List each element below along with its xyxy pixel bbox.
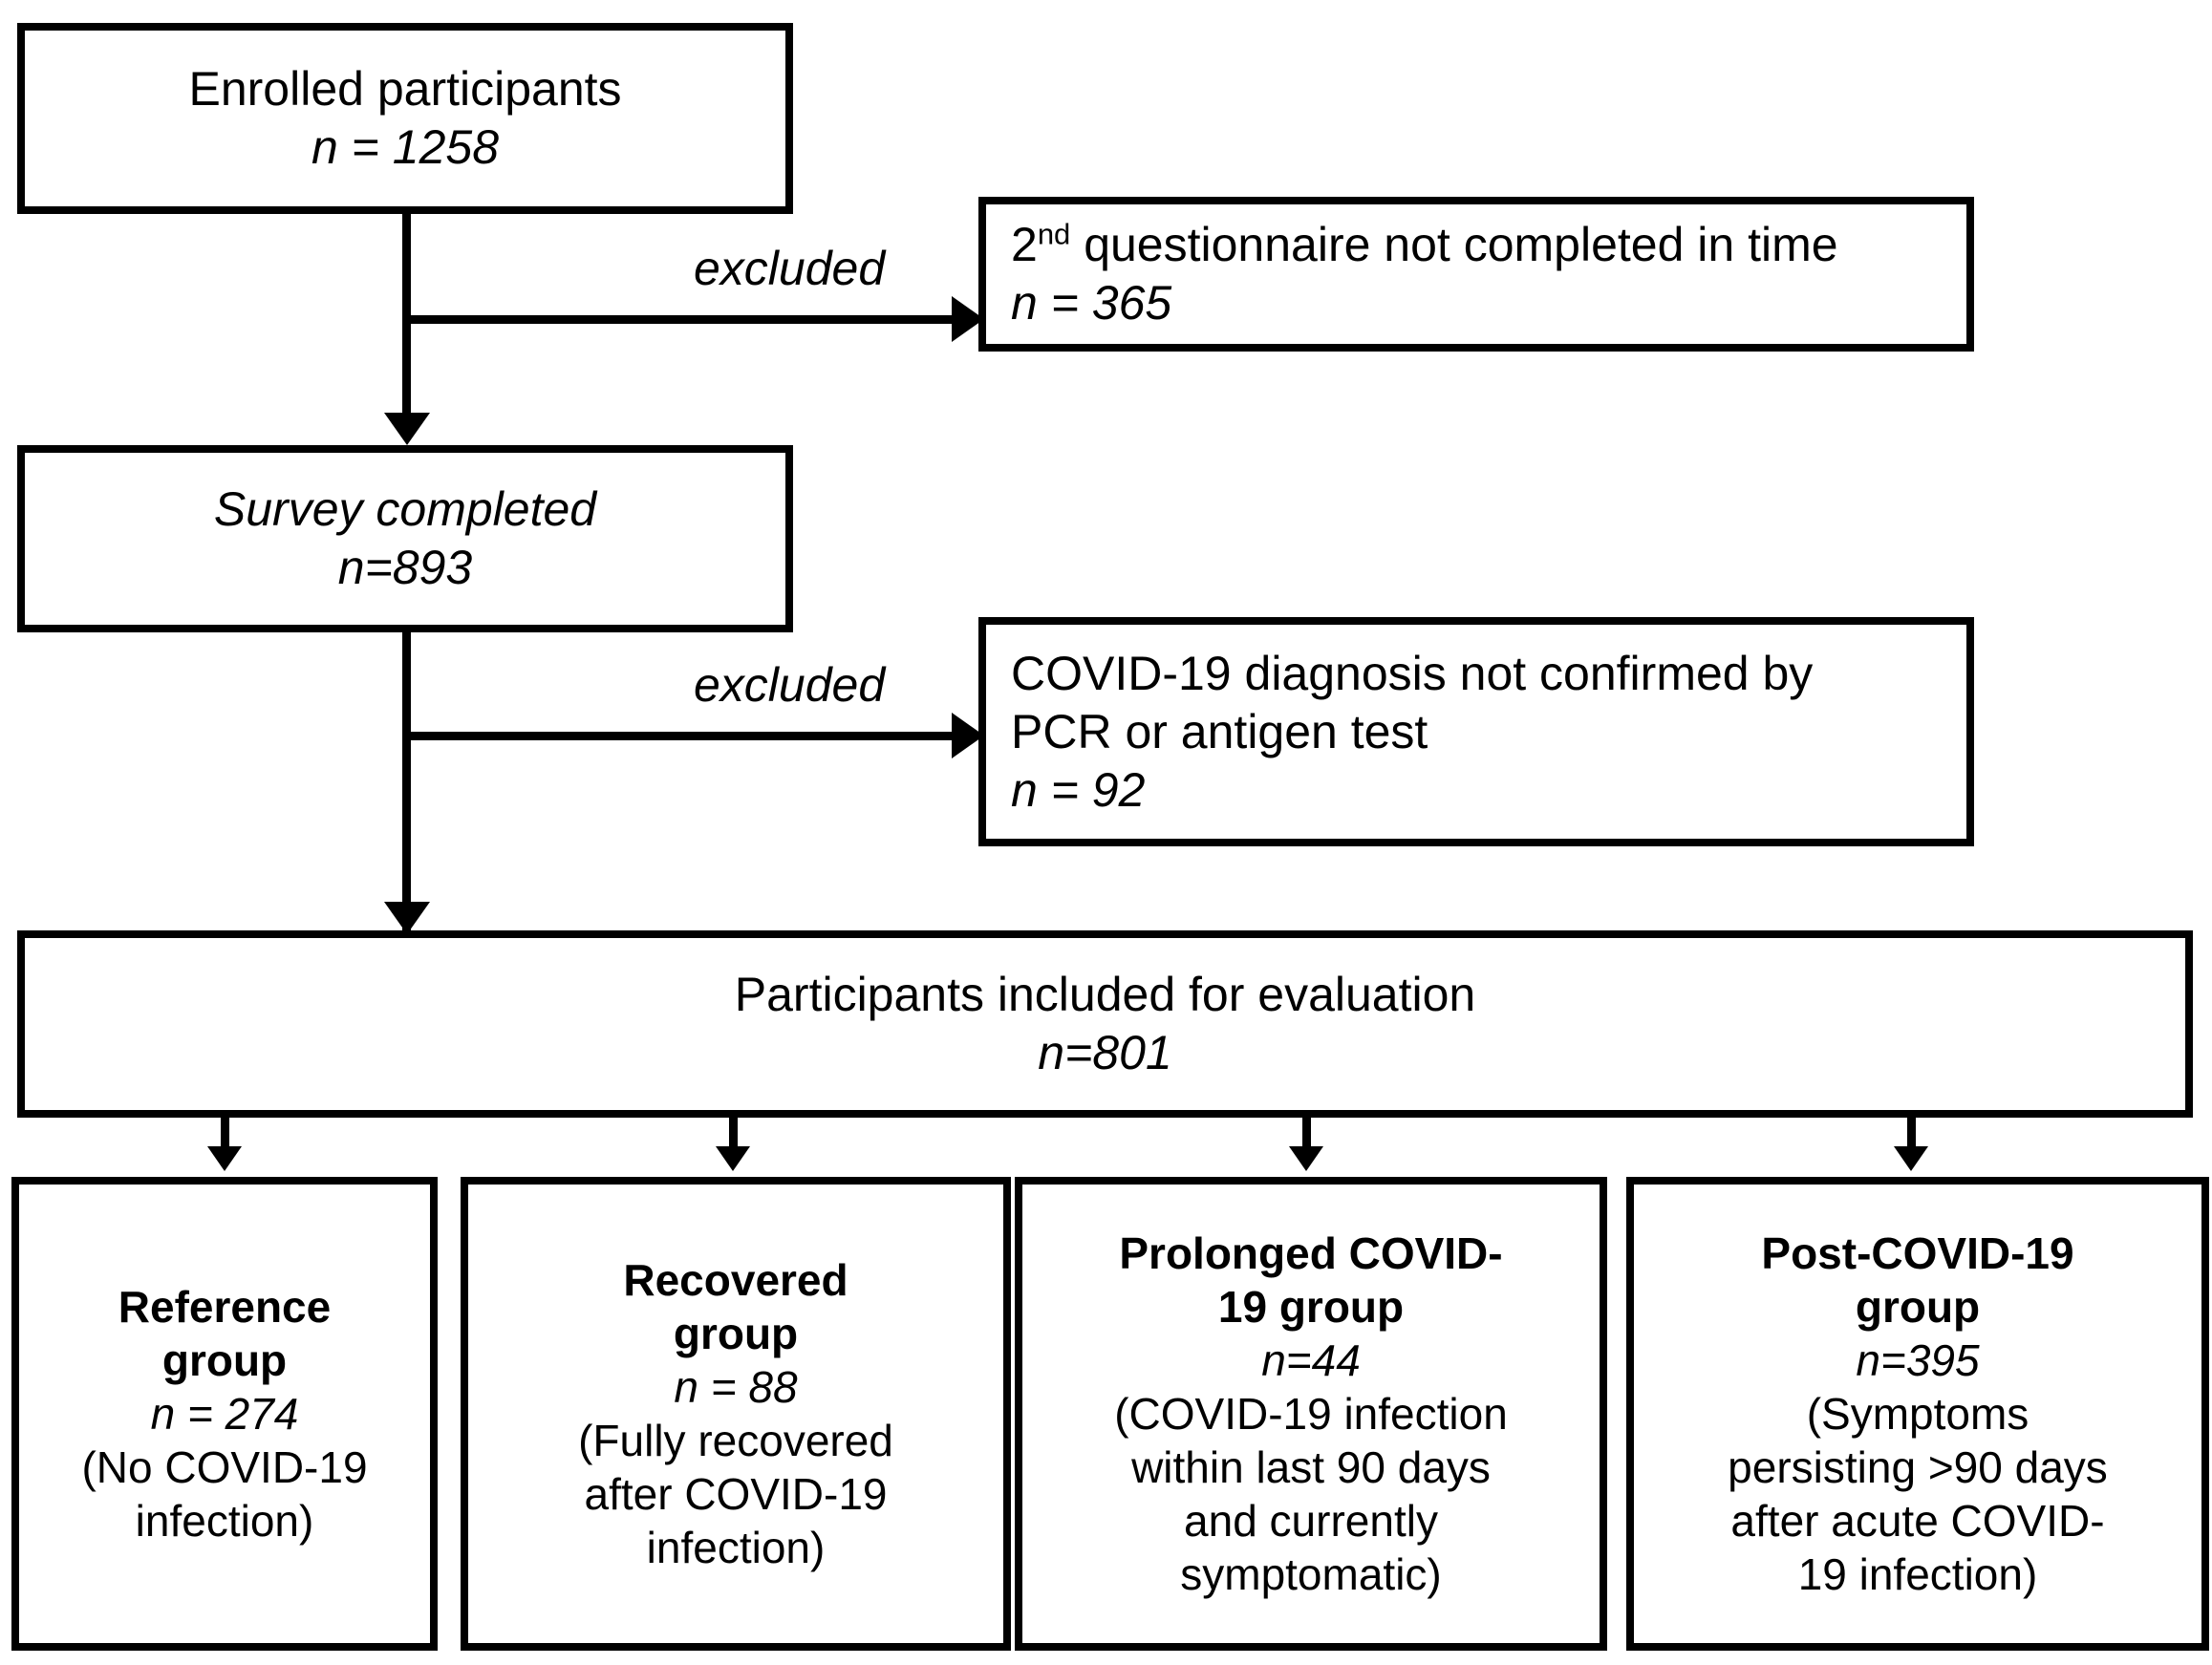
edge-label-excluded-2: excluded xyxy=(694,658,886,712)
group-3-count: n=395 xyxy=(1856,1334,1980,1385)
excluded-1-ordinal-number: 2 xyxy=(1011,218,1038,271)
group-1-count: n = 88 xyxy=(674,1361,798,1412)
edge-label-excluded-1: excluded xyxy=(694,242,886,295)
excluded-2-count: n = 92 xyxy=(1011,762,1146,817)
excluded-1-ordinal-suffix: nd xyxy=(1037,217,1071,251)
connector-included-to-group-1 xyxy=(729,1118,738,1152)
node-survey-completed: Survey completed n=893 xyxy=(17,445,793,632)
excluded-1-rest: questionnaire not completed in time xyxy=(1070,218,1838,271)
group-3-desc-line-4: 19 infection) xyxy=(1797,1549,2038,1600)
group-0-desc-line-2: infection) xyxy=(135,1496,314,1547)
group-0-desc-line-1: (No COVID-19 xyxy=(81,1442,368,1493)
enrolled-count: n = 1258 xyxy=(311,120,500,174)
group-2-title-line-2: 19 group xyxy=(1217,1281,1405,1332)
group-0-title-line-2: group xyxy=(161,1334,288,1385)
group-3-desc-line-1: (Symptoms xyxy=(1806,1388,2029,1439)
node-participants-included: Participants included for evaluation n=8… xyxy=(17,930,2193,1118)
included-title: Participants included for evaluation xyxy=(734,968,1476,1021)
group-1-title-line-1: Recovered xyxy=(623,1254,848,1305)
group-2-desc-line-2: within last 90 days xyxy=(1131,1442,1491,1493)
connector-enrolled-to-excluded-1 xyxy=(402,315,966,324)
group-2-count: n=44 xyxy=(1261,1334,1361,1385)
connector-survey-to-excluded-2 xyxy=(402,732,966,740)
node-enrolled-participants: Enrolled participants n = 1258 xyxy=(17,23,793,214)
survey-count: n=893 xyxy=(337,541,473,594)
excluded-1-count: n = 365 xyxy=(1011,276,1172,330)
group-3-title-line-2: group xyxy=(1855,1281,1981,1332)
arrowhead-included-to-group-2 xyxy=(1289,1146,1323,1171)
connector-included-to-group-0 xyxy=(221,1118,229,1152)
node-prolonged-covid-19-group: Prolonged COVID- 19 group n=44 (COVID-19… xyxy=(1015,1177,1607,1651)
group-1-title-line-2: group xyxy=(673,1308,799,1358)
excluded-2-text-line-1: COVID-19 diagnosis not confirmed by xyxy=(1011,646,1814,700)
group-3-desc-line-3: after acute COVID- xyxy=(1730,1496,2105,1547)
group-3-title-line-1: Post-COVID-19 xyxy=(1761,1227,2074,1278)
group-2-title-line-1: Prolonged COVID- xyxy=(1119,1227,1503,1278)
group-2-desc-line-4: symptomatic) xyxy=(1180,1549,1442,1600)
group-2-desc-line-3: and currently xyxy=(1184,1496,1438,1547)
group-1-desc-line-1: (Fully recovered xyxy=(578,1416,893,1465)
enrolled-title: Enrolled participants xyxy=(188,62,622,116)
arrowhead-included-to-group-1 xyxy=(716,1146,750,1171)
group-1-desc-line-2: after COVID-19 xyxy=(584,1469,888,1520)
node-post-covid-19-group: Post-COVID-19 group n=395 (Symptoms pers… xyxy=(1626,1177,2209,1651)
arrowhead-enrolled-to-survey xyxy=(384,413,430,445)
connector-included-to-group-2 xyxy=(1302,1118,1311,1152)
group-1-desc-line-3: infection) xyxy=(646,1523,826,1573)
group-2-desc-line-1: (COVID-19 infection xyxy=(1114,1388,1508,1439)
included-count: n=801 xyxy=(1038,1026,1172,1079)
survey-title: Survey completed xyxy=(213,482,597,536)
group-0-title-line-1: Reference xyxy=(118,1281,332,1332)
connector-survey-to-included xyxy=(402,632,411,936)
arrowhead-survey-to-included xyxy=(384,902,430,934)
group-3-desc-line-2: persisting >90 days xyxy=(1728,1442,2108,1493)
excluded-1-text: 2nd questionnaire not completed in time xyxy=(1011,216,1838,274)
arrowhead-included-to-group-3 xyxy=(1894,1146,1928,1171)
connector-included-to-group-3 xyxy=(1907,1118,1916,1152)
excluded-2-text-line-2: PCR or antigen test xyxy=(1011,704,1428,758)
node-excluded-questionnaire: 2nd questionnaire not completed in time … xyxy=(978,197,1974,352)
arrowhead-included-to-group-0 xyxy=(207,1146,242,1171)
node-excluded-unconfirmed-diagnosis: COVID-19 diagnosis not confirmed by PCR … xyxy=(978,617,1974,846)
node-reference-group: Reference group n = 274 (No COVID-19 inf… xyxy=(11,1177,438,1651)
node-recovered-group: Recovered group n = 88 (Fully recovered … xyxy=(461,1177,1011,1651)
group-0-count: n = 274 xyxy=(150,1388,299,1439)
